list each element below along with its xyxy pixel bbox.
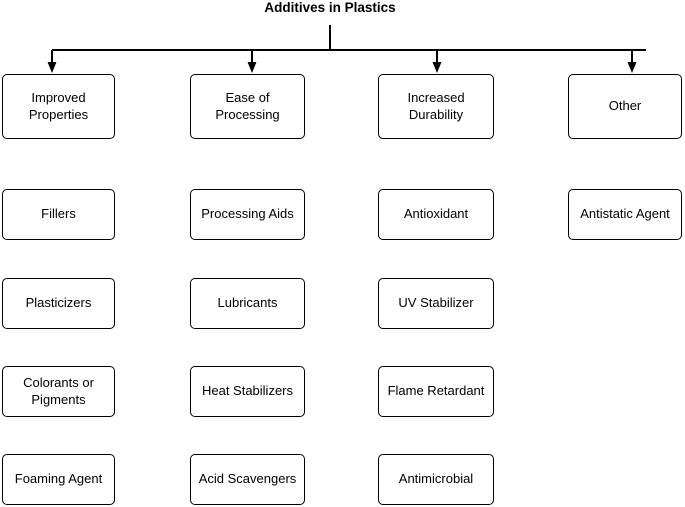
arrowhead-icon: [432, 62, 442, 73]
node-antioxidant: Antioxidant: [378, 189, 494, 240]
node-foaming-agent: Foaming Agent: [2, 454, 115, 505]
node-increased-durability: Increased Durability: [378, 74, 494, 139]
node-heat-stabilizers: Heat Stabilizers: [190, 366, 305, 417]
arrowhead-icon: [47, 62, 57, 73]
node-fillers: Fillers: [2, 189, 115, 240]
node-other: Other: [568, 74, 682, 139]
node-processing-aids: Processing Aids: [190, 189, 305, 240]
node-antimicrobial: Antimicrobial: [378, 454, 494, 505]
node-acid-scavengers: Acid Scavengers: [190, 454, 305, 505]
arrowhead-icon: [247, 62, 257, 73]
node-lubricants: Lubricants: [190, 278, 305, 329]
node-improved-properties: Improved Properties: [2, 74, 115, 139]
diagram-title: Additives in Plastics: [264, 0, 396, 15]
arrowhead-icon: [627, 62, 637, 73]
node-uv-stabilizer: UV Stabilizer: [378, 278, 494, 329]
node-plasticizers: Plasticizers: [2, 278, 115, 329]
node-colorants-or-pigments: Colorants or Pigments: [2, 366, 115, 417]
node-flame-retardant: Flame Retardant: [378, 366, 494, 417]
node-antistatic-agent: Antistatic Agent: [568, 189, 682, 240]
node-ease-of-processing: Ease of Processing: [190, 74, 305, 139]
